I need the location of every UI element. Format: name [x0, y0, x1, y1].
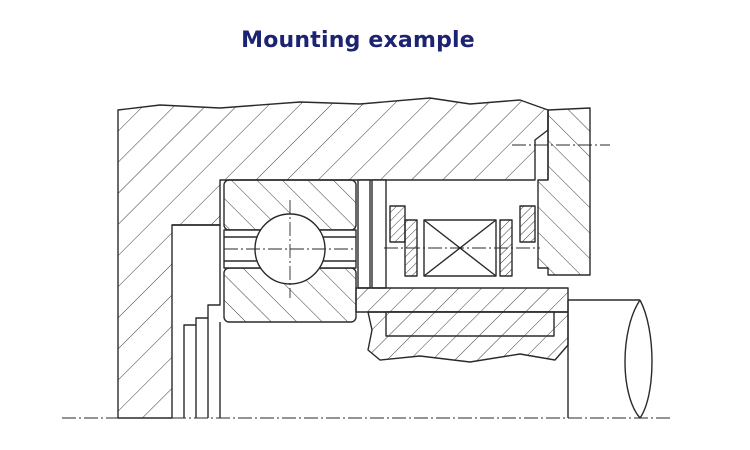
thrust-washer-right-2 [519, 205, 536, 243]
end-cover-section [537, 107, 591, 276]
shaft-sleeve [355, 287, 569, 313]
page-title: Mounting example [241, 28, 475, 53]
shaft-break-section [367, 311, 569, 363]
thrust-washer-left [389, 205, 406, 243]
spacer-ring-left [357, 179, 371, 289]
spacer-ring-mid [371, 179, 387, 289]
shaft-break-curve [624, 299, 653, 419]
